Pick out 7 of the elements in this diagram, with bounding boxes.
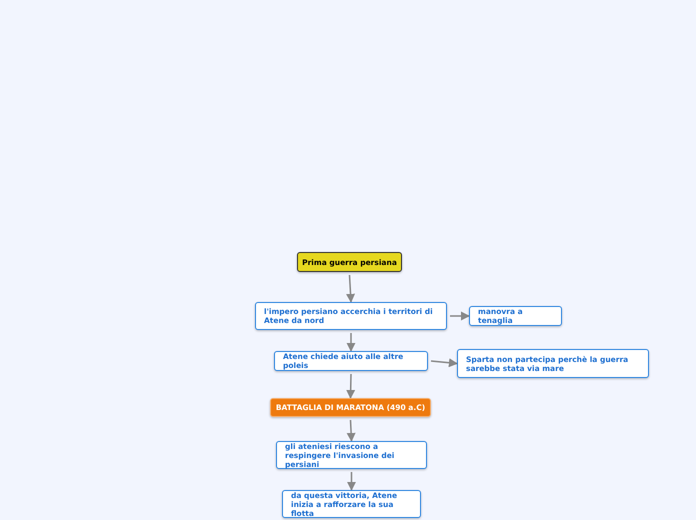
arrow xyxy=(346,274,356,303)
arrow xyxy=(346,333,356,352)
arrow xyxy=(450,312,470,320)
arrow xyxy=(347,472,356,491)
arrow xyxy=(346,420,356,442)
arrow xyxy=(430,358,458,368)
arrow xyxy=(346,374,356,399)
